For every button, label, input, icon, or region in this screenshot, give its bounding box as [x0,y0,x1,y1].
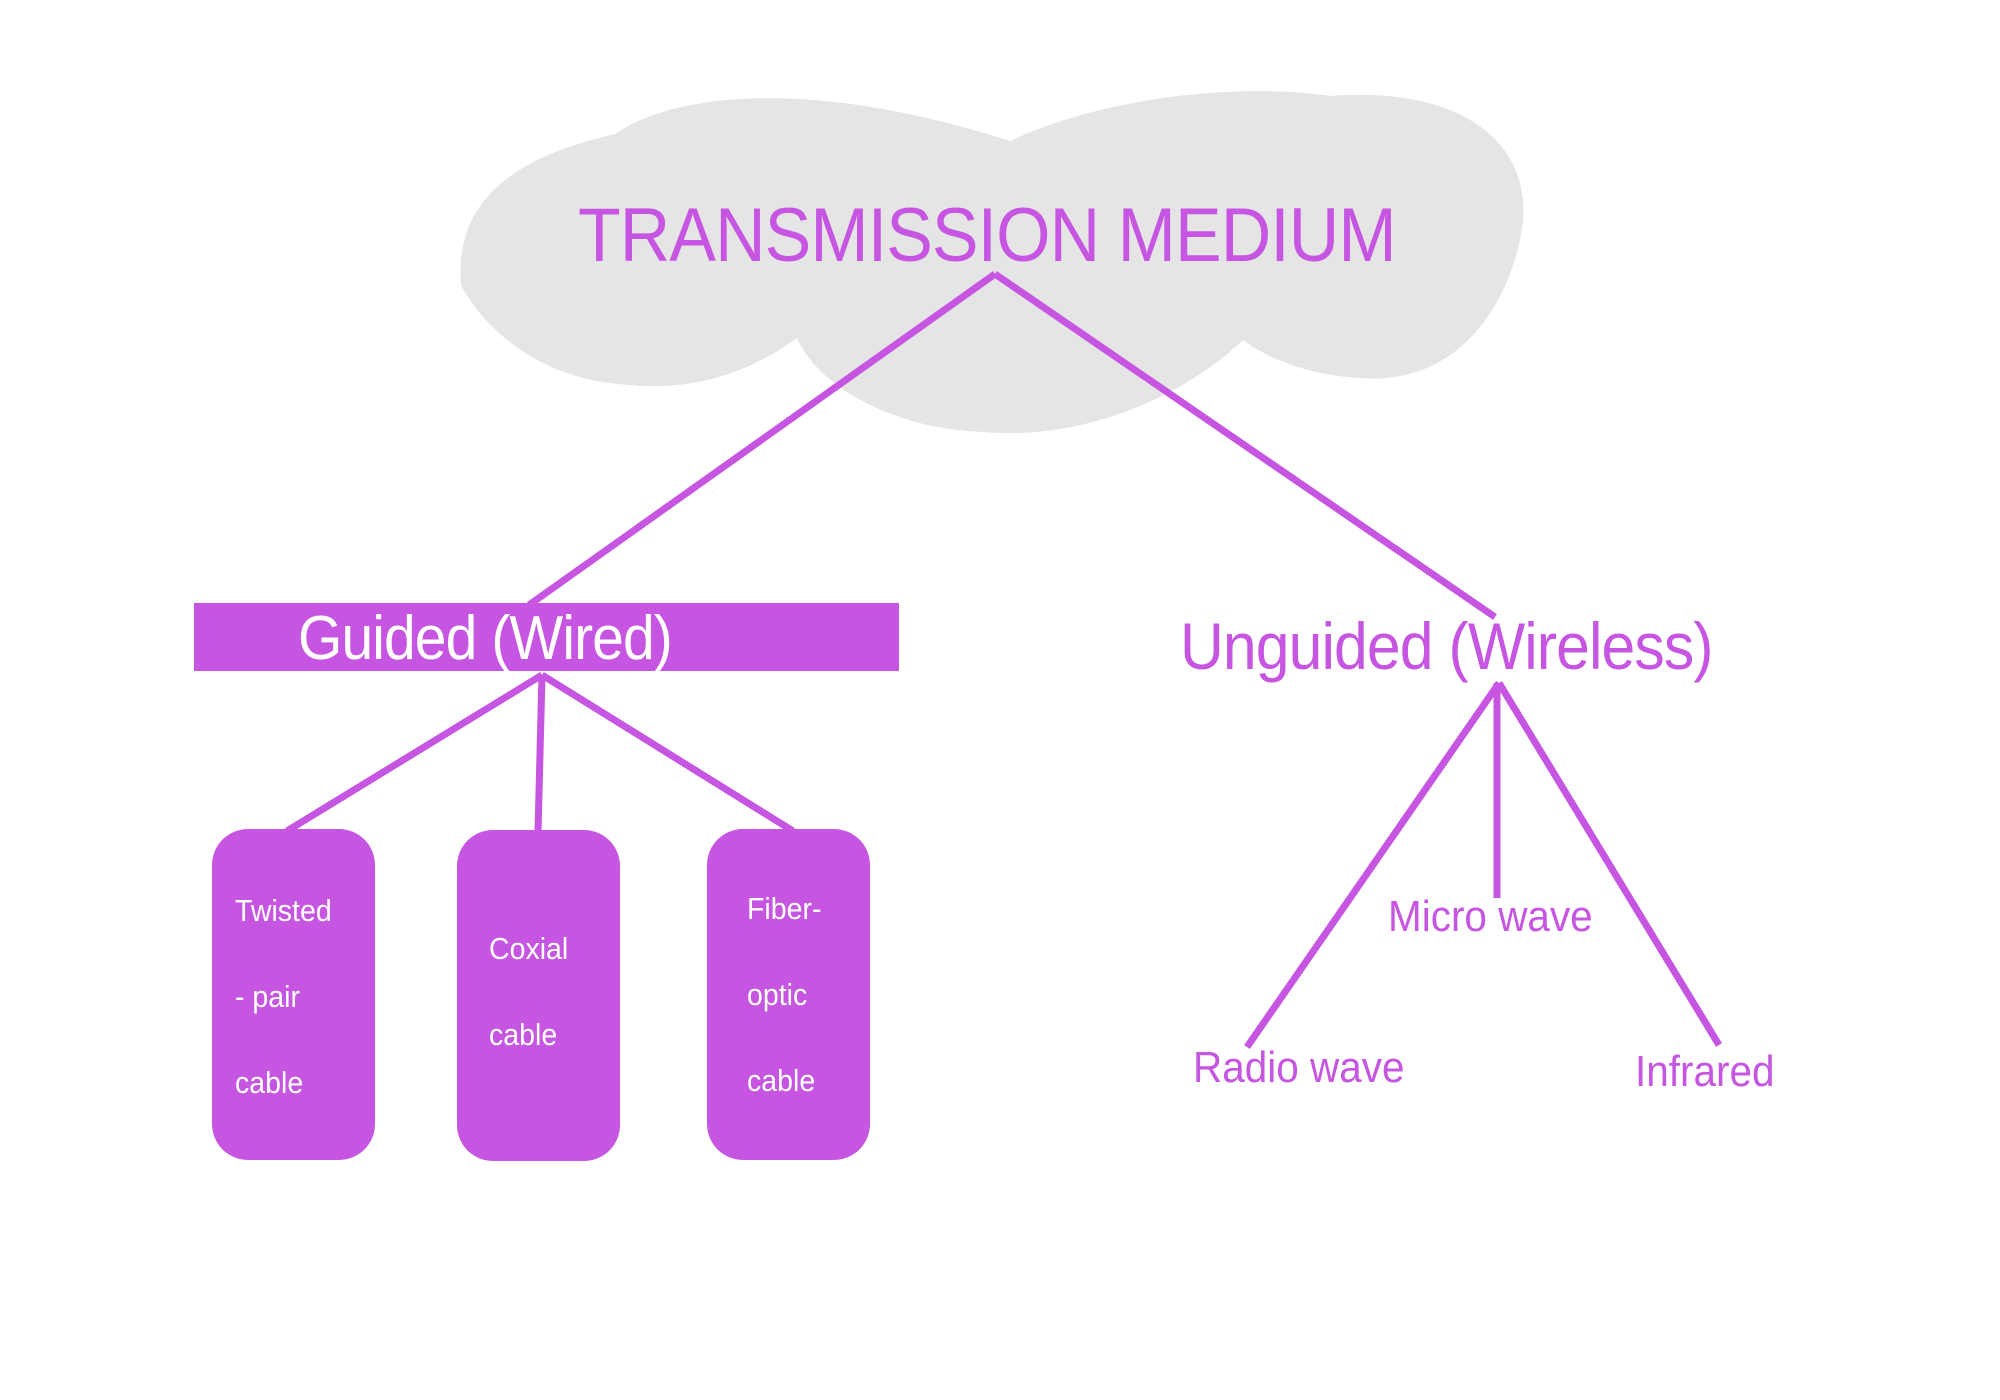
leaf-text-line: Coxial [489,931,569,966]
leaf-text-line: cable [489,1017,558,1052]
leaf-text-line: cable [235,1065,304,1100]
connector-root-unguided [993,271,1497,620]
leaf-text-line: Twisted [235,893,332,928]
connector-unguided-radio [1244,681,1502,1049]
root-cloud-shape [460,91,1524,434]
connector-root-guided [526,271,998,608]
leaf-text-line: optic [747,977,808,1012]
unguided-branch-label: Unguided (Wireless) [1180,609,1713,683]
leaf-text-line: - pair [235,979,300,1014]
leaf-box-fiber-optic: Fiber- optic cable [707,829,870,1160]
guided-branch-label: Guided (Wired) [298,604,673,673]
guided-branch-bar [194,603,899,671]
leaf-radio-wave: Radio wave [1193,1043,1405,1092]
root-title: TRANSMISSION MEDIUM [578,193,1397,278]
leaf-text-line: Fiber- [747,891,822,926]
leaf-box-twisted-pair: Twisted - pair cable [212,829,375,1160]
leaf-micro-wave: Micro wave [1388,892,1593,941]
connector-unguided-infrared [1496,681,1722,1047]
leaf-box-coxial: Coxial cable [457,830,620,1161]
connector-guided-coxial [534,674,546,833]
connector-guided-fiber-optic [540,672,795,834]
connector-guided-twisted-pair [285,672,544,834]
leaf-infrared: Infrared [1635,1047,1775,1096]
leaf-text-line: cable [747,1063,816,1098]
